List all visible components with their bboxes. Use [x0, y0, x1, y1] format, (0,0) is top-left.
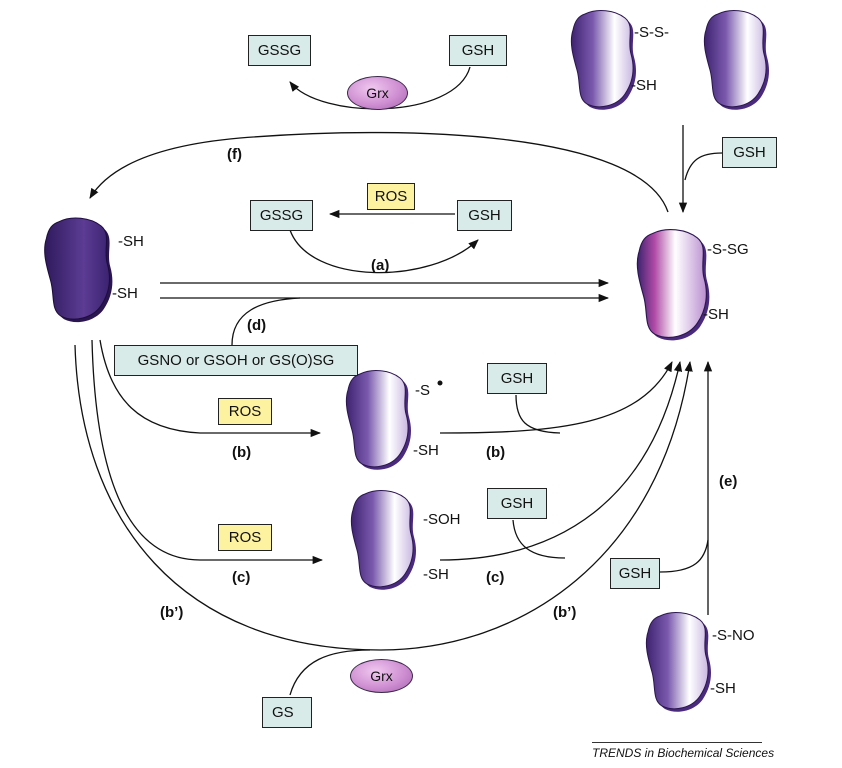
- e-gsh-box: GSH: [610, 558, 660, 589]
- c-ros-box: ROS: [218, 524, 272, 551]
- reduced-thiol-top: -SH: [118, 233, 144, 250]
- step-bprime-left-label: (b’): [160, 604, 184, 621]
- bprime-arc: [74, 344, 693, 651]
- step-b-right-label: (b): [486, 444, 506, 461]
- b-gsh-feed: [515, 394, 561, 434]
- f-gsh-box: GSH: [449, 35, 507, 66]
- b-left-arrow: [99, 339, 322, 438]
- glutathionylated-thiol: -SH: [703, 306, 729, 323]
- bprime-gs-feed: [289, 649, 371, 696]
- step-c-right-label: (c): [486, 569, 505, 586]
- gs-radical-box: GS: [262, 697, 312, 728]
- thiyl-thiol-label: -SH: [413, 442, 439, 459]
- c-left-arrow: [91, 339, 324, 565]
- b-gsh-box: GSH: [487, 363, 547, 394]
- reduced-thiol-bottom: -SH: [112, 285, 138, 302]
- a-lower-arc: [289, 229, 479, 274]
- glutathionylated-label: -S-SG: [707, 241, 749, 258]
- e-gsh-feed: [659, 539, 709, 573]
- journal-credit: TRENDS in Biochemical Sciences: [592, 742, 774, 760]
- nitrosyl-thiol-label: -SH: [710, 680, 736, 697]
- protein-dimer-left: [570, 10, 636, 110]
- c-gsh-feed: [512, 519, 566, 559]
- a-gsh-box: GSH: [457, 200, 512, 231]
- thiyl-radical-dot: [437, 380, 443, 386]
- c-right-arrow: [439, 360, 683, 561]
- dimer-gsh-box: GSH: [722, 137, 777, 168]
- b-right-arrow: [439, 361, 673, 434]
- thiyl-radical-label: -S: [415, 382, 430, 399]
- protein-sulfenic-acid: [350, 490, 416, 590]
- step-bprime-right-label: (b’): [553, 604, 577, 621]
- f-gssg-box: GSSG: [248, 35, 311, 66]
- protein-dimer-right: [703, 10, 769, 110]
- protein-reduced: [44, 217, 113, 323]
- dimer-disulfide-label: -S-S-: [634, 24, 669, 41]
- c-gsh-box: GSH: [487, 488, 547, 519]
- step-c-left-label: (c): [232, 569, 251, 586]
- step-e-label: (e): [719, 473, 738, 490]
- b-ros-box: ROS: [218, 398, 272, 425]
- nitrosyl-label: -S-NO: [712, 627, 755, 644]
- a-ros-box: ROS: [367, 183, 415, 210]
- step-f-label: (f): [227, 146, 242, 163]
- dimer-thiol-label: -SH: [631, 77, 657, 94]
- step-b-left-label: (b): [232, 444, 252, 461]
- d-donor-box: GSNO or GSOH or GS(O)SG: [114, 345, 358, 376]
- gs-radical-label: GS: [272, 704, 294, 721]
- grx-bottom-enzyme: Grx: [350, 659, 413, 693]
- protein-glutathionylated: [636, 229, 710, 341]
- grx-top-enzyme: Grx: [347, 76, 408, 110]
- dimer-gsh-feed: [684, 152, 723, 181]
- sulfenic-label: -SOH: [423, 511, 461, 528]
- step-a-label: (a): [371, 257, 390, 274]
- f-deglutathionylation-arrow: [89, 131, 669, 213]
- step-d-label: (d): [247, 317, 267, 334]
- protein-thiyl-radical: [345, 370, 411, 470]
- sulfenic-thiol-label: -SH: [423, 566, 449, 583]
- d-donor-connector: [231, 297, 301, 346]
- a-gssg-box: GSSG: [250, 200, 313, 231]
- protein-nitrosylated: [645, 612, 711, 712]
